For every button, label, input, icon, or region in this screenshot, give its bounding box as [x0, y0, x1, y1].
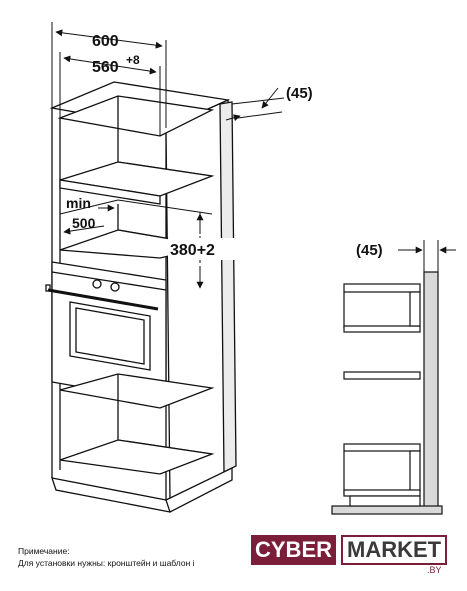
dimension-45-top: [225, 87, 285, 122]
dimension-600: [51, 22, 167, 128]
depth-45-top-label: (45): [286, 85, 313, 102]
width-560-tolerance: +8: [126, 53, 140, 67]
width-560-label: 560: [92, 59, 119, 76]
note-text: Для установки нужны: кронштейн и шаблон …: [18, 558, 195, 568]
logo-market: MARKET: [341, 535, 448, 565]
logo-cyber: CYBER: [251, 535, 337, 565]
height-380-label: 380+2: [170, 242, 215, 259]
depth-45-side-label: (45): [356, 242, 383, 259]
note-title: Примечание:: [18, 546, 70, 556]
logo-tld: .BY: [427, 565, 442, 575]
dimension-min-500: [63, 204, 115, 235]
dimension-380-bg: [168, 238, 240, 260]
min-value: 500: [72, 215, 96, 231]
min-label: min: [66, 195, 91, 211]
side-section-view: [331, 271, 443, 515]
dimension-560: [59, 52, 161, 136]
dimension-45-side: [398, 240, 456, 272]
tall-cabinet: [45, 81, 237, 513]
width-600-label: 600: [92, 33, 119, 50]
